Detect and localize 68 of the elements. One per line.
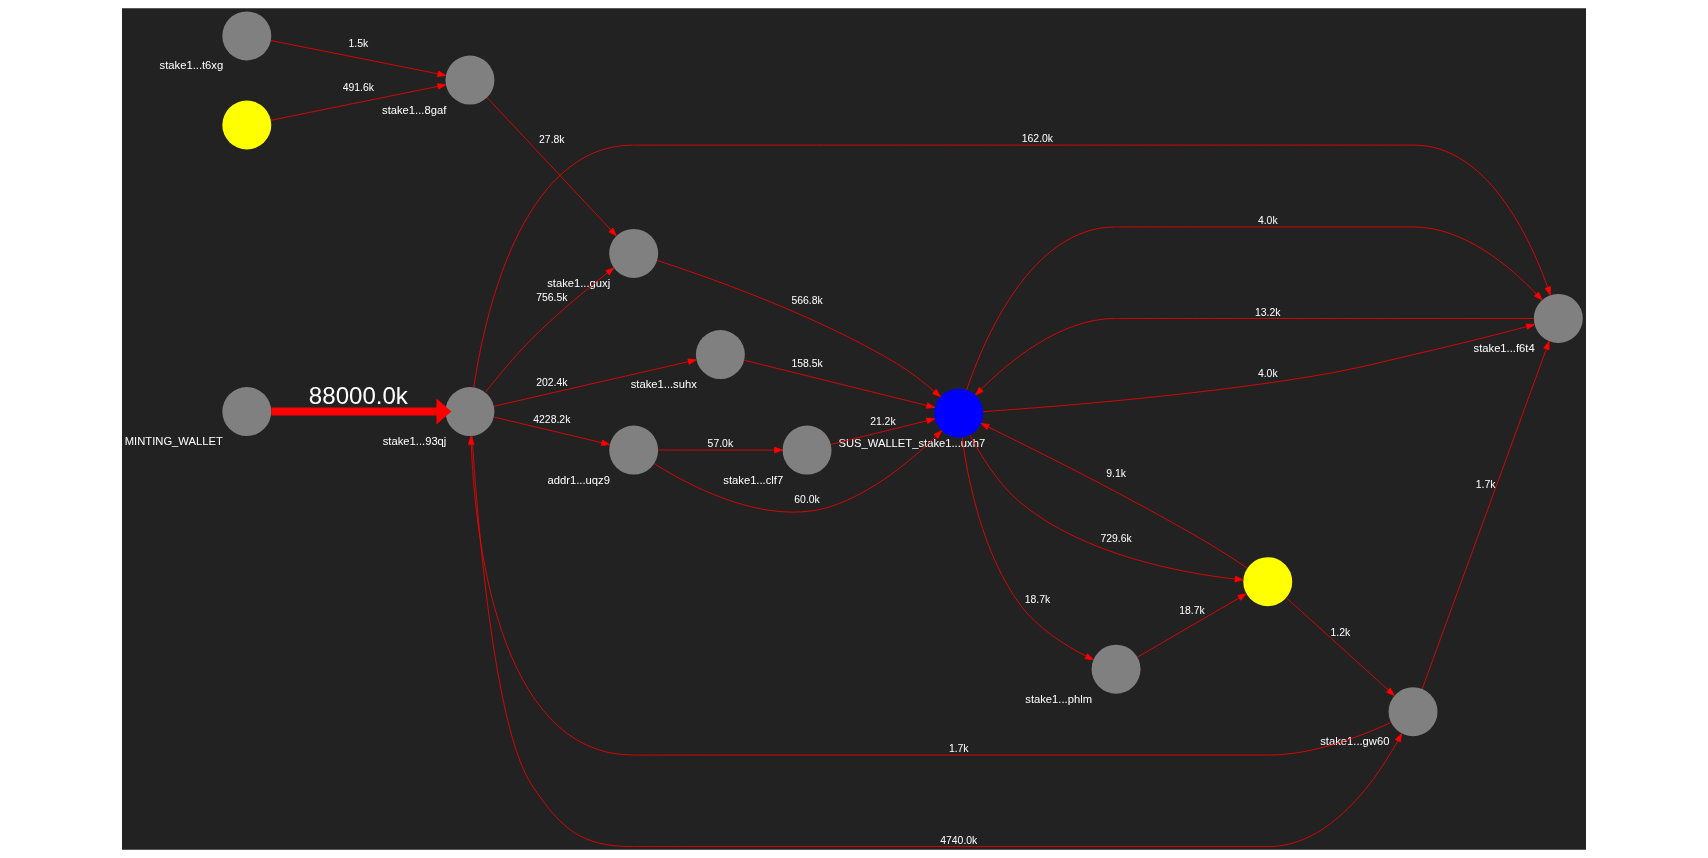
arrow — [982, 323, 1535, 412]
node-circle — [222, 100, 272, 150]
edge-label: 4740.0k — [940, 834, 978, 846]
node-label: stake1...clf7 — [723, 473, 784, 486]
arrow — [1286, 597, 1395, 696]
edge-label: 4.0k — [1257, 367, 1278, 379]
edge-label: 18.7k — [1024, 593, 1051, 605]
node-label: stake1...93qj — [382, 435, 447, 448]
node-circle — [1091, 644, 1141, 694]
edge-label: 9.1k — [1106, 467, 1126, 479]
arrow — [975, 318, 1534, 396]
edge-label: 27.8k — [539, 133, 565, 145]
edge-label: 491.6k — [342, 81, 375, 93]
arrow — [270, 40, 447, 77]
edge-label: 13.2k — [1255, 306, 1281, 318]
edge-label: 4228.2k — [533, 414, 571, 426]
arrow — [493, 358, 697, 407]
edge-label: 1.2k — [1330, 626, 1351, 638]
edge-label: 4.0k — [1257, 215, 1278, 227]
node-label: stake1...f6t4 — [1473, 341, 1535, 354]
edge-label: 1.7k — [1475, 479, 1496, 491]
arrow — [656, 260, 941, 398]
node-circle — [609, 425, 659, 475]
node-circle — [222, 11, 272, 61]
arrow — [271, 398, 452, 425]
arrow — [484, 267, 615, 393]
arrow — [961, 437, 1094, 661]
node-circle — [445, 387, 495, 436]
edge-label: 18.7k — [1179, 605, 1205, 617]
edge-label: 566.8k — [791, 295, 823, 307]
arrow — [743, 359, 936, 409]
arrow — [657, 446, 783, 454]
edge-label: 729.6k — [1100, 532, 1132, 544]
arrow — [473, 144, 1551, 388]
arrow — [486, 97, 617, 237]
node-label: stake1...guxj — [547, 276, 611, 289]
edge-label: 1.7k — [948, 743, 969, 755]
arrow — [969, 434, 1244, 583]
edge-label: 756.5k — [536, 292, 568, 304]
edge-label: 158.5k — [791, 357, 823, 369]
edge-label: 57.0k — [707, 438, 734, 450]
arrow — [1421, 340, 1550, 690]
edge-label: 1.5k — [348, 37, 369, 49]
arrow — [653, 430, 942, 513]
node-label: addr1...uqz9 — [547, 473, 610, 486]
arrow — [966, 226, 1543, 391]
edge-label: 88000.0k — [308, 382, 408, 410]
arrow — [1137, 593, 1247, 658]
edge-label: 60.0k — [794, 494, 820, 506]
node-label: stake1...t6xg — [159, 59, 224, 72]
node-label: stake1...phlm — [1025, 692, 1093, 705]
arrow — [471, 435, 1403, 847]
node-label: stake1...suhx — [630, 378, 697, 391]
node-circle — [695, 330, 745, 380]
node-circle — [782, 425, 832, 475]
arrow — [270, 83, 447, 121]
node-circle — [222, 387, 272, 436]
edge-label: 21.2k — [870, 415, 896, 427]
node-circle — [1243, 557, 1293, 607]
node-label: stake1...8gaf — [382, 103, 447, 116]
arrow — [830, 417, 936, 445]
node-circle — [445, 55, 495, 105]
edge-label: 162.0k — [1021, 133, 1054, 145]
node-label: MINTING_WALLET — [124, 435, 223, 448]
edge-label: 202.4k — [536, 377, 568, 389]
arrow — [468, 435, 1392, 756]
arrow — [493, 416, 611, 446]
arrow — [980, 423, 1248, 569]
